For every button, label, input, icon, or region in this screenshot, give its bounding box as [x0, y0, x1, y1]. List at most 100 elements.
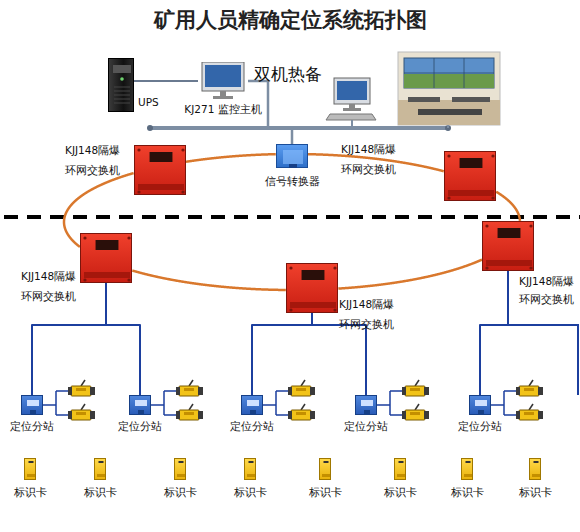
- reader-wire: [491, 391, 516, 415]
- device-detail: [242, 396, 264, 416]
- station-panel: [135, 400, 147, 406]
- card-reader: [288, 380, 315, 396]
- switch-bolt: [181, 148, 184, 151]
- diagram-title: 矿用人员精确定位系统拓扑图: [0, 6, 580, 34]
- device-detail: [470, 396, 492, 416]
- switch-band: [138, 184, 184, 190]
- ring-switch: KJJ148隔爆 环网交换机: [482, 221, 534, 271]
- signal-converter: 信号转换器: [276, 144, 308, 168]
- switch-bolt: [83, 278, 86, 281]
- video-scene: [404, 74, 494, 88]
- device-detail: [25, 459, 37, 481]
- station-panel: [27, 400, 39, 406]
- switch-bolt: [491, 196, 494, 199]
- monitor-frame: [202, 62, 244, 91]
- device-detail: [81, 234, 133, 284]
- card-stripe: [322, 474, 330, 477]
- device-detail: [95, 459, 107, 481]
- ring-link: [496, 192, 520, 221]
- branch-link: [106, 283, 140, 395]
- ups-vent: [114, 87, 130, 88]
- card-stripe: [464, 474, 472, 477]
- bus-end: [445, 125, 451, 131]
- ups-vent: [114, 91, 130, 92]
- ups-vent: [114, 95, 130, 96]
- branch-link: [252, 313, 312, 395]
- monitor-screen: [337, 81, 367, 100]
- device-detail: [395, 459, 407, 481]
- switch-bolt: [447, 196, 450, 199]
- boundary-dash: [4, 215, 580, 219]
- id-card: 标识卡: [529, 458, 541, 480]
- node-label: 标识卡: [384, 486, 417, 500]
- node-label: 定位分站: [118, 420, 162, 434]
- station-panel: [475, 400, 487, 406]
- node-label: 信号转换器: [265, 175, 320, 189]
- device-detail: [130, 396, 152, 416]
- switch-window: [150, 152, 173, 162]
- switch-band: [486, 260, 532, 266]
- branch-link: [480, 271, 508, 395]
- ring-switch: KJJ148隔爆 环网交换机: [134, 145, 186, 195]
- reader-wire: [377, 391, 402, 415]
- switch-bolt: [333, 308, 336, 311]
- node-label: 定位分站: [458, 420, 502, 434]
- ups-unit: UPS: [108, 58, 134, 112]
- switch-window: [460, 158, 483, 168]
- keyboard: [326, 114, 376, 120]
- reader-wire: [43, 391, 68, 415]
- positioning-substation: 定位分站: [241, 395, 263, 415]
- card-reader: [68, 380, 95, 396]
- ups-light: [120, 77, 124, 81]
- node-label: 标识卡: [234, 486, 267, 500]
- switch-bolt: [529, 224, 532, 227]
- device-detail: [483, 222, 535, 272]
- switch-window: [96, 240, 119, 250]
- card-reader: [516, 380, 543, 396]
- id-card: 标识卡: [94, 458, 106, 480]
- network-link: [134, 80, 198, 82]
- node-label: 定位分站: [10, 420, 54, 434]
- switch-bolt: [485, 224, 488, 227]
- switch-bolt: [491, 154, 494, 157]
- device-detail: [175, 459, 187, 481]
- device-detail: [320, 459, 332, 481]
- converter-panel: [283, 150, 303, 164]
- monitor-base: [343, 108, 361, 111]
- device-detail: [445, 152, 497, 202]
- ring-switch: KJJ148隔爆 环网交换机: [286, 263, 338, 313]
- card-slot: [324, 461, 329, 463]
- switch-bolt: [181, 190, 184, 193]
- video-wall: [404, 58, 494, 88]
- switch-bolt: [333, 266, 336, 269]
- room-desk: [418, 109, 482, 115]
- card-slot: [99, 461, 104, 463]
- ups-vent: [114, 99, 130, 100]
- node-label: 标识卡: [309, 486, 342, 500]
- bus-drop: [447, 125, 449, 128]
- reader-wire: [151, 391, 176, 415]
- device-detail: [277, 145, 309, 169]
- card-stripe: [97, 474, 105, 477]
- ups-vent: [114, 103, 130, 104]
- station-port: [364, 410, 370, 414]
- switch-bolt: [485, 266, 488, 269]
- note-label: 双机热备: [254, 63, 322, 86]
- card-stripe: [27, 474, 35, 477]
- positioning-substation: 定位分站: [355, 395, 377, 415]
- ring-link: [338, 260, 482, 289]
- card-slot: [399, 461, 404, 463]
- video-grid: [404, 58, 494, 88]
- card-slot: [534, 461, 539, 463]
- ring-switch: KJJ148隔爆 环网交换机: [444, 151, 496, 201]
- node-label: 定位分站: [344, 420, 388, 434]
- device-detail: [287, 264, 339, 314]
- switch-band: [448, 190, 494, 196]
- node-label: KJJ148隔爆 环网交换机: [341, 139, 407, 179]
- card-reader: [288, 404, 315, 420]
- station-port: [30, 410, 36, 414]
- switch-window: [498, 228, 521, 238]
- node-label: 标识卡: [84, 486, 117, 500]
- card-stripe: [177, 474, 185, 477]
- room-desk: [408, 97, 440, 102]
